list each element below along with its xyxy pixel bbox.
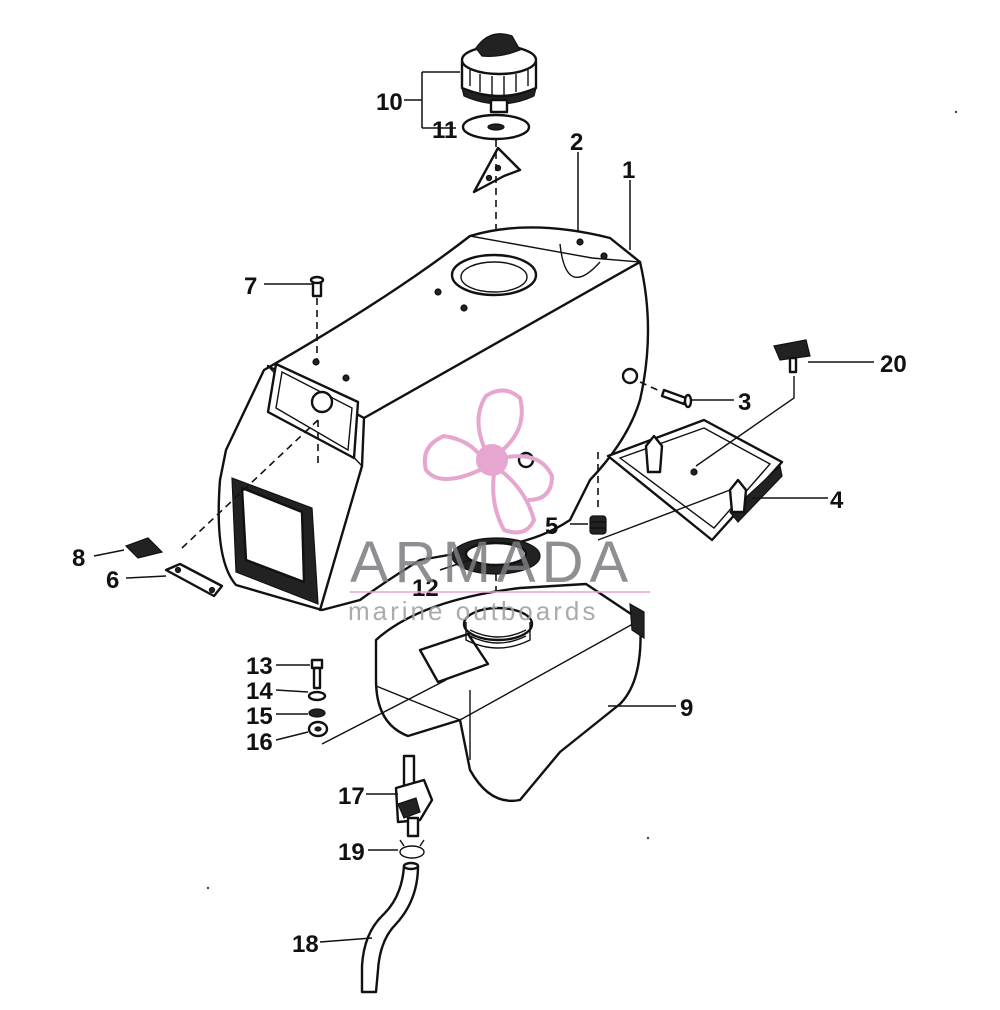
nut-16: [307, 720, 329, 738]
screw-7: [309, 275, 325, 298]
callout-1: 1: [622, 157, 635, 184]
callout-8: 8: [72, 545, 85, 572]
callout-12: 12: [412, 575, 439, 602]
callout-20: 20: [880, 351, 907, 378]
callout-10: 10: [376, 89, 403, 116]
fuel-cock: [394, 754, 434, 838]
callout-2: 2: [570, 129, 583, 156]
callout-4: 4: [830, 487, 844, 514]
washer-14: [307, 690, 327, 702]
top-cowling: [217, 226, 650, 612]
callout-18: 18: [292, 931, 319, 958]
bracket-6: [164, 562, 224, 598]
callout-3: 3: [738, 389, 751, 416]
screw-3: [660, 388, 693, 409]
cap-bracket: [472, 146, 522, 194]
callout-16: 16: [246, 729, 273, 756]
hose-clip: [399, 839, 425, 859]
fuel-tank: [374, 582, 645, 803]
callout-14: 14: [246, 678, 273, 705]
washer-15: [308, 708, 326, 718]
grommet-5: [589, 515, 607, 535]
callout-9: 9: [680, 695, 693, 722]
callout-6: 6: [106, 567, 119, 594]
side-tray: [606, 418, 784, 542]
callout-5: 5: [545, 513, 558, 540]
watermark: ARMADA marine outboards: [348, 388, 650, 626]
callout-13: 13: [246, 653, 273, 680]
knob-20: [773, 339, 811, 374]
fuel-cap: [460, 33, 538, 114]
bolt-13: [310, 658, 324, 690]
fuel-hose: [360, 861, 420, 994]
clip-8: [124, 537, 164, 559]
watermark-tagline: marine outboards: [348, 596, 598, 626]
callout-19: 19: [338, 839, 365, 866]
tank-gasket: [451, 537, 541, 575]
propeller-hub: [476, 444, 508, 476]
propeller-logo-icon: [422, 388, 555, 535]
callout-7: 7: [244, 273, 257, 300]
callout-labels: 1 2 3 4 5 6 7 8 9 10 11 12 13 14 15 16 1…: [72, 89, 907, 958]
callout-17: 17: [338, 783, 365, 810]
callout-11: 11: [432, 117, 457, 144]
leader-lines: [93, 71, 874, 943]
callout-15: 15: [246, 703, 273, 730]
cap-gasket: [461, 113, 531, 141]
watermark-brand: ARMADA: [350, 530, 634, 595]
